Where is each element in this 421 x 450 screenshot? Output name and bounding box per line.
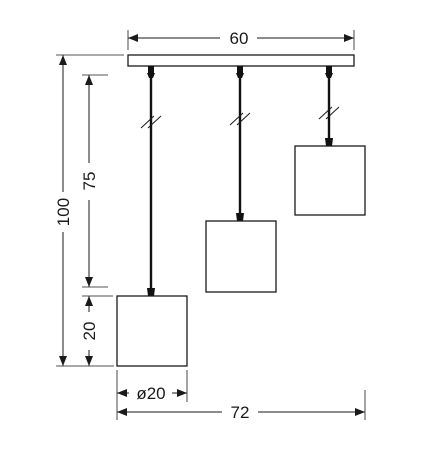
shade-height-label: 20 xyxy=(80,322,99,341)
total-width-dimension: 72 xyxy=(116,390,366,422)
canopy-width-label: 60 xyxy=(230,29,249,48)
lamp-shade-left xyxy=(116,295,188,367)
canopy-width-dimension: 60 xyxy=(127,29,355,50)
ceiling-canopy xyxy=(127,54,355,67)
lamp-shade-middle xyxy=(205,220,277,293)
shade-height-dimension: 20 xyxy=(80,295,113,366)
shade-diameter-dimension: ø20 xyxy=(116,370,188,403)
pendant-right xyxy=(294,66,366,216)
total-height-dimension: 100 xyxy=(54,54,124,367)
total-height-label: 100 xyxy=(54,198,73,226)
cord-length-dimension: 75 xyxy=(80,74,108,288)
lamp-shade-right xyxy=(294,145,366,216)
cord-grip-middle xyxy=(237,66,243,73)
pendant-left xyxy=(116,66,188,367)
cord-length-label: 75 xyxy=(80,172,99,191)
pendant-middle xyxy=(205,66,277,293)
total-width-label: 72 xyxy=(231,403,250,422)
cord-grip-right xyxy=(326,66,332,73)
shade-diameter-label: ø20 xyxy=(136,384,165,403)
cord-grip-left xyxy=(148,66,154,73)
